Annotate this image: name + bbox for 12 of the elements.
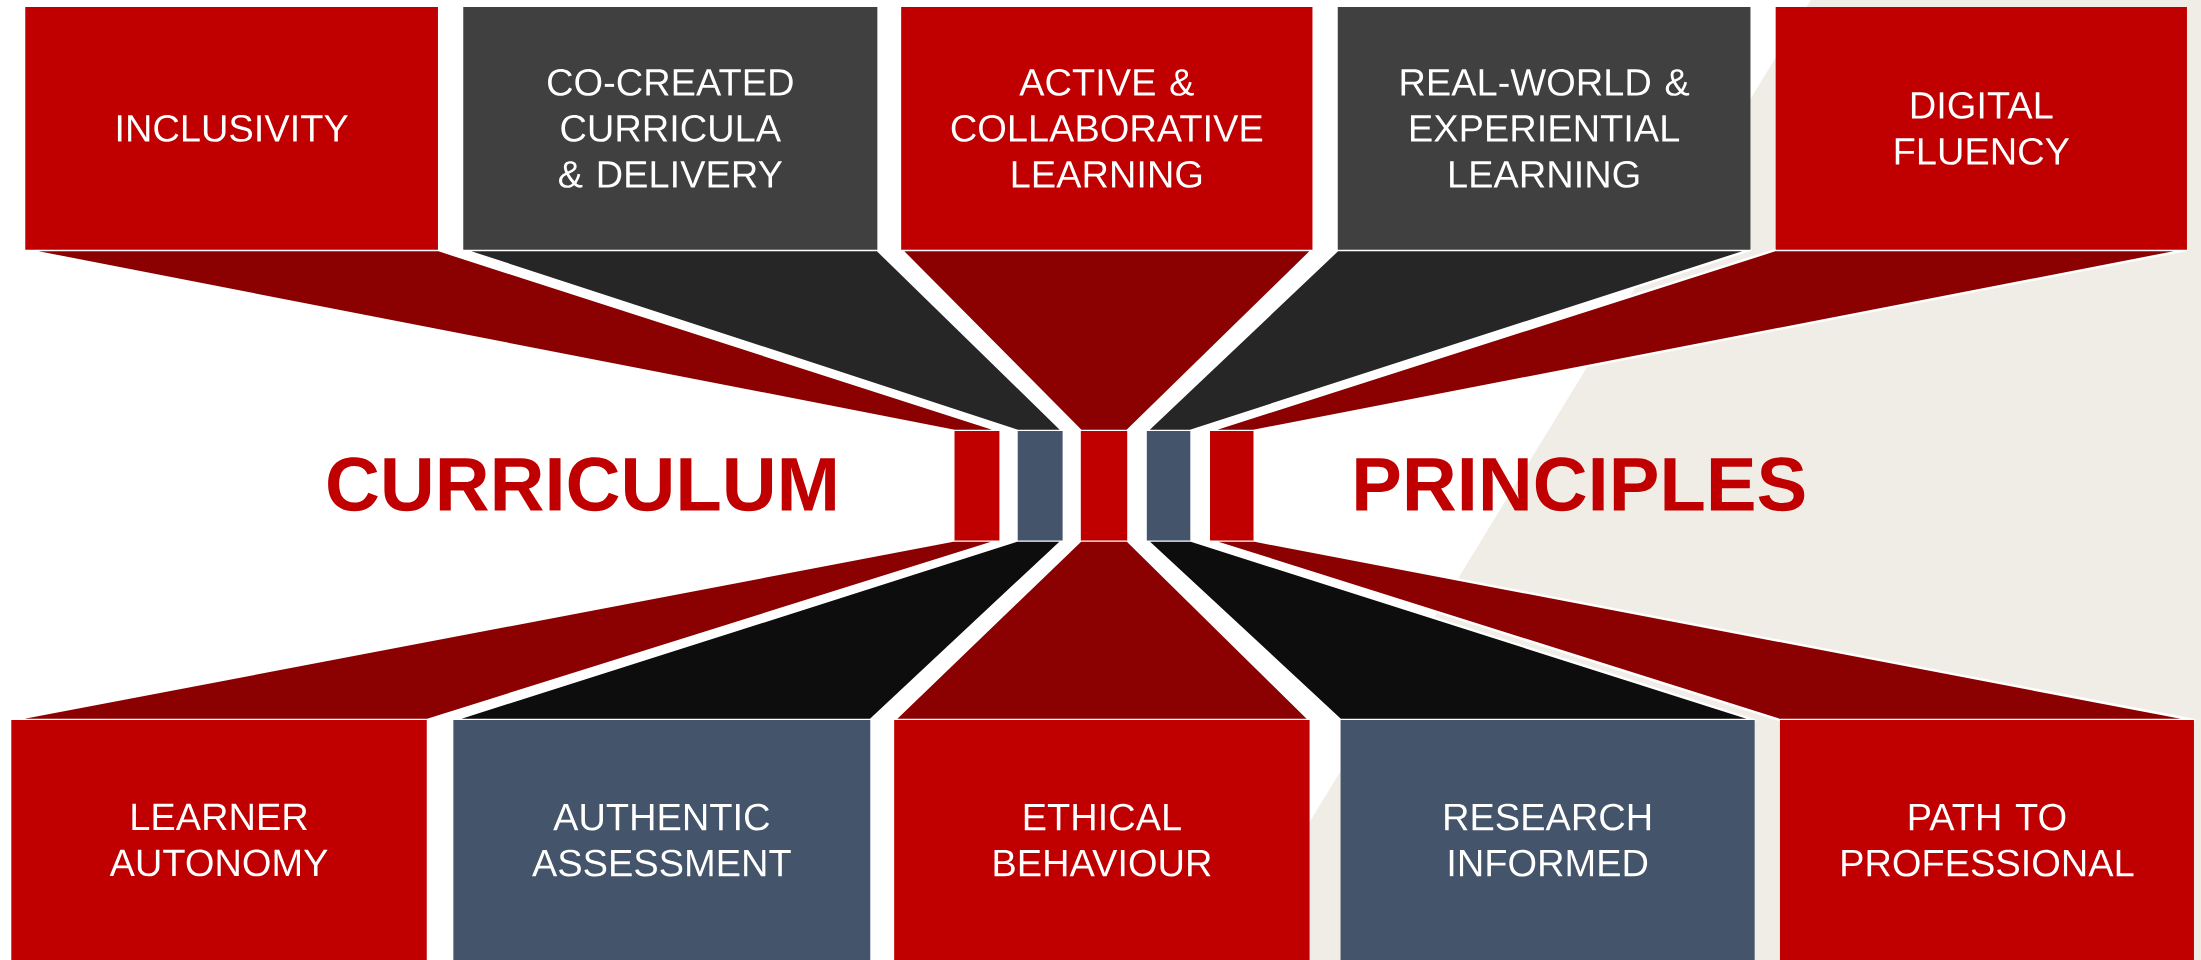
- principle-box: PATH TO PROFESSIONAL: [1779, 720, 2194, 960]
- principle-box: CO-CREATED CURRICULA & DELIVERY: [463, 7, 878, 250]
- heading-word: PRINCIPLES: [1356, 457, 1805, 512]
- principle-box: DIGITAL FLUENCY: [1775, 7, 2187, 250]
- principle-box: AUTHENTIC ASSESSMENT: [453, 720, 871, 960]
- principle-box: RESEARCH INFORMED: [1340, 720, 1755, 960]
- principle-box: REAL-WORLD & EXPERIENTIAL LEARNING: [1337, 7, 1751, 250]
- principle-box: INCLUSIVITY: [25, 7, 438, 250]
- principle-box: ETHICAL BEHAVIOUR: [894, 720, 1310, 960]
- principle-box: ACTIVE & COLLABORATIVE LEARNING: [901, 7, 1313, 250]
- principle-box: LEARNER AUTONOMY: [11, 720, 427, 960]
- heading-word: CURRICULUM: [328, 457, 835, 512]
